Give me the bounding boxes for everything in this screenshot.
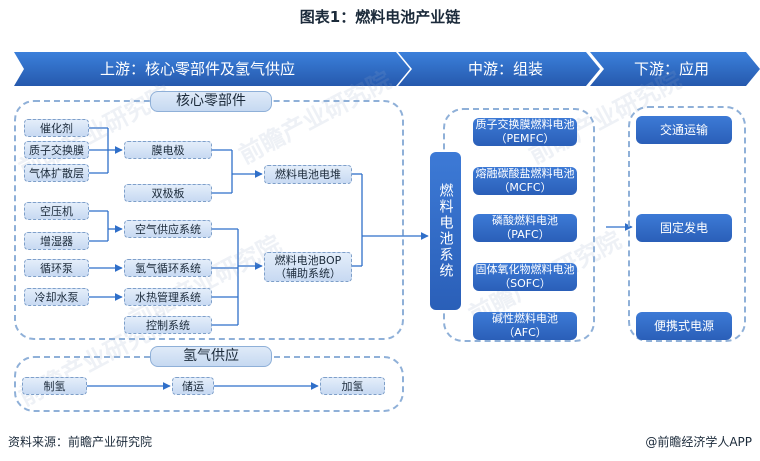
node-portable-power: 便携式电源 — [636, 312, 732, 340]
node-air-compressor: 空压机 — [24, 202, 89, 220]
upstream-stage-label: 上游：核心零部件及氢气供应 — [100, 60, 296, 78]
sofc-name: 固体氧化物燃料电池 — [475, 263, 575, 276]
chart-title: 图表1：燃料电池产业链 — [299, 8, 461, 26]
pafc-abbr: （PAFC） — [500, 228, 550, 241]
sofc-abbr: （SOFC） — [499, 277, 551, 290]
afc-name: 碱性燃料电池 — [492, 312, 558, 325]
node-humidifier: 增湿器 — [24, 232, 89, 250]
node-hydrogen-circulation-system: 氢气循环系统 — [124, 259, 212, 277]
node-mcfc: 熔融碳酸盐燃料电池 （MCFC） — [473, 167, 577, 195]
node-cooling-water-pump: 冷却水泵 — [24, 288, 89, 306]
node-hydrogen-refueling: 加氢 — [320, 377, 385, 395]
node-catalyst: 催化剂 — [24, 119, 89, 137]
node-air-supply-system: 空气供应系统 — [124, 220, 212, 238]
node-pemfc: 质子交换膜燃料电池 （PEMFC） — [473, 118, 577, 146]
node-fuel-cell-system: 燃料电池系统 — [430, 152, 461, 310]
bop-sublabel: （辅助系统） — [275, 267, 341, 280]
node-stationary-power: 固定发电 — [636, 214, 732, 242]
pemfc-name: 质子交换膜燃料电池 — [475, 118, 575, 131]
mcfc-name: 熔融碳酸盐燃料电池 — [475, 167, 575, 180]
node-pafc: 磷酸燃料电池 （PAFC） — [473, 214, 577, 242]
pemfc-abbr: （PEMFC） — [495, 132, 555, 145]
core-components-header: 核心零部件 — [150, 91, 272, 112]
node-water-heat-management-system: 水热管理系统 — [124, 288, 212, 306]
node-storage-transport: 储运 — [172, 377, 214, 395]
node-fuel-cell-bop: 燃料电池BOP （辅助系统） — [264, 252, 352, 282]
node-afc: 碱性燃料电池 （AFC） — [473, 312, 577, 340]
node-transportation: 交通运输 — [636, 116, 732, 144]
node-control-system: 控制系统 — [124, 316, 212, 334]
node-sofc: 固体氧化物燃料电池 （SOFC） — [473, 263, 577, 291]
brand-credit: @前瞻经济学人APP — [645, 435, 752, 449]
node-circulation-pump: 循环泵 — [24, 259, 89, 277]
source-note: 资料来源：前瞻产业研究院 — [8, 435, 153, 449]
node-fuel-cell-stack: 燃料电池电堆 — [264, 165, 352, 184]
node-bipolar-plate: 双极板 — [124, 184, 212, 202]
pafc-name: 磷酸燃料电池 — [492, 214, 558, 227]
node-proton-exchange-membrane: 质子交换膜 — [24, 141, 89, 159]
afc-abbr: （AFC） — [503, 326, 547, 339]
downstream-group — [628, 106, 746, 342]
midstream-stage-label: 中游：组装 — [468, 60, 544, 78]
node-hydrogen-production: 制氢 — [22, 377, 87, 395]
node-membrane-electrode: 膜电极 — [124, 141, 212, 159]
node-gas-diffusion-layer: 气体扩散层 — [24, 164, 89, 182]
fuel-cell-system-label: 燃料电池系统 — [437, 183, 454, 279]
downstream-stage-label: 下游：应用 — [634, 60, 710, 78]
bop-label: 燃料电池BOP — [274, 254, 342, 267]
mcfc-abbr: （MCFC） — [498, 181, 552, 194]
hydrogen-supply-header: 氢气供应 — [150, 346, 272, 367]
